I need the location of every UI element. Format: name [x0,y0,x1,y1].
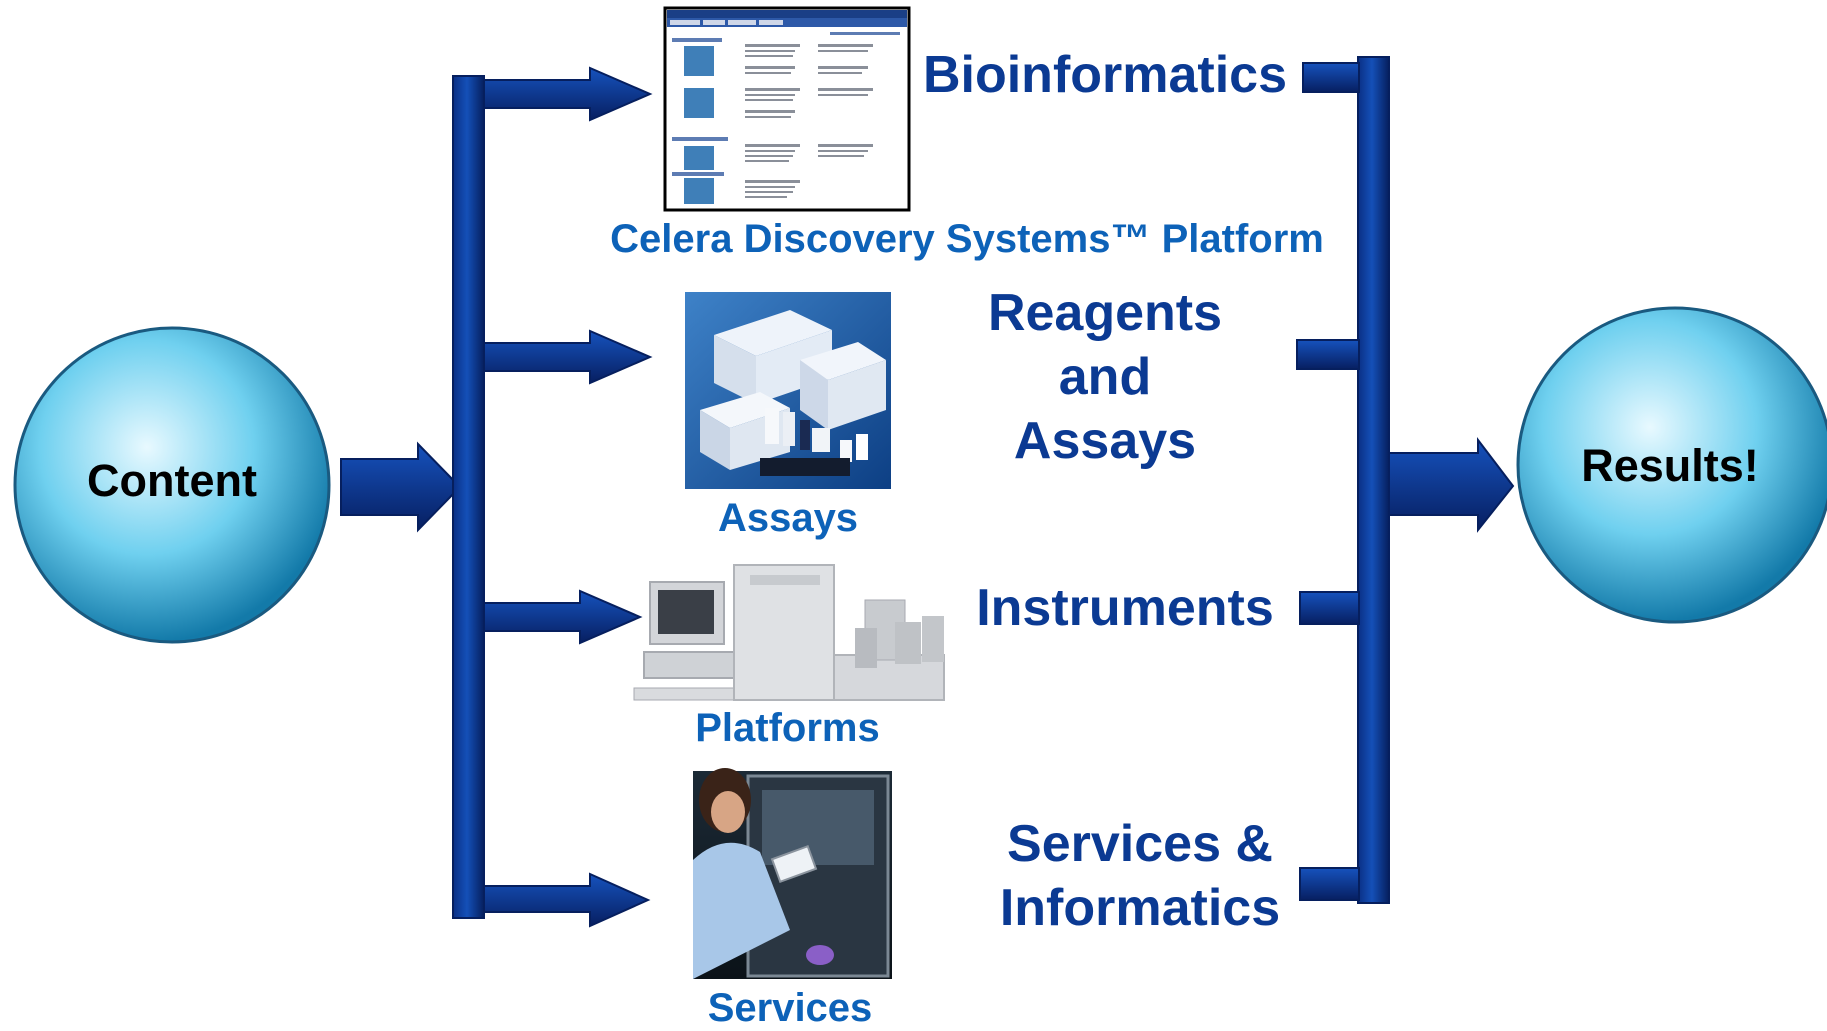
category-reagents-and-assays: Reagents and Assays [960,281,1250,473]
lab-instrument-image [633,564,945,701]
category-reagents-line-3: Assays [1013,412,1197,470]
caption-platform-software: Celera Discovery Systems™ Platform [610,217,1324,261]
distribution-bar [452,75,485,919]
category-reagents-line-2: and [1058,348,1152,406]
category-services-and-informatics: Services & Informatics [980,812,1300,940]
collector-bar [1357,56,1390,904]
branch-arrow-services [483,872,651,928]
caption-services: Services [707,986,873,1030]
web-portal-screenshot-image [663,6,911,212]
bus-to-results-arrow [1388,437,1515,533]
stub-instruments [1299,591,1360,625]
results-node [1516,306,1827,624]
content-to-bus-arrow [340,441,462,533]
stub-reagents [1296,339,1360,370]
lab-technician-image [693,768,892,979]
branch-arrow-assays [483,329,653,385]
stub-services [1299,867,1360,901]
branch-arrow-platforms [483,589,643,645]
category-services-line-2: Informatics [999,879,1281,937]
branch-arrow-bioinformatics [483,66,653,122]
stub-bioinformatics [1302,62,1360,93]
category-reagents-line-1: Reagents [987,284,1223,342]
category-bioinformatics: Bioinformatics [922,46,1288,104]
caption-assays: Assays [717,496,859,540]
caption-platforms: Platforms [695,706,880,750]
content-label: Content [87,455,257,506]
assay-kit-boxes-image [685,292,891,489]
results-label: Results! [1581,440,1759,491]
category-services-line-1: Services & [1007,815,1273,873]
content-node [13,326,331,644]
category-instruments: Instruments [976,579,1274,637]
